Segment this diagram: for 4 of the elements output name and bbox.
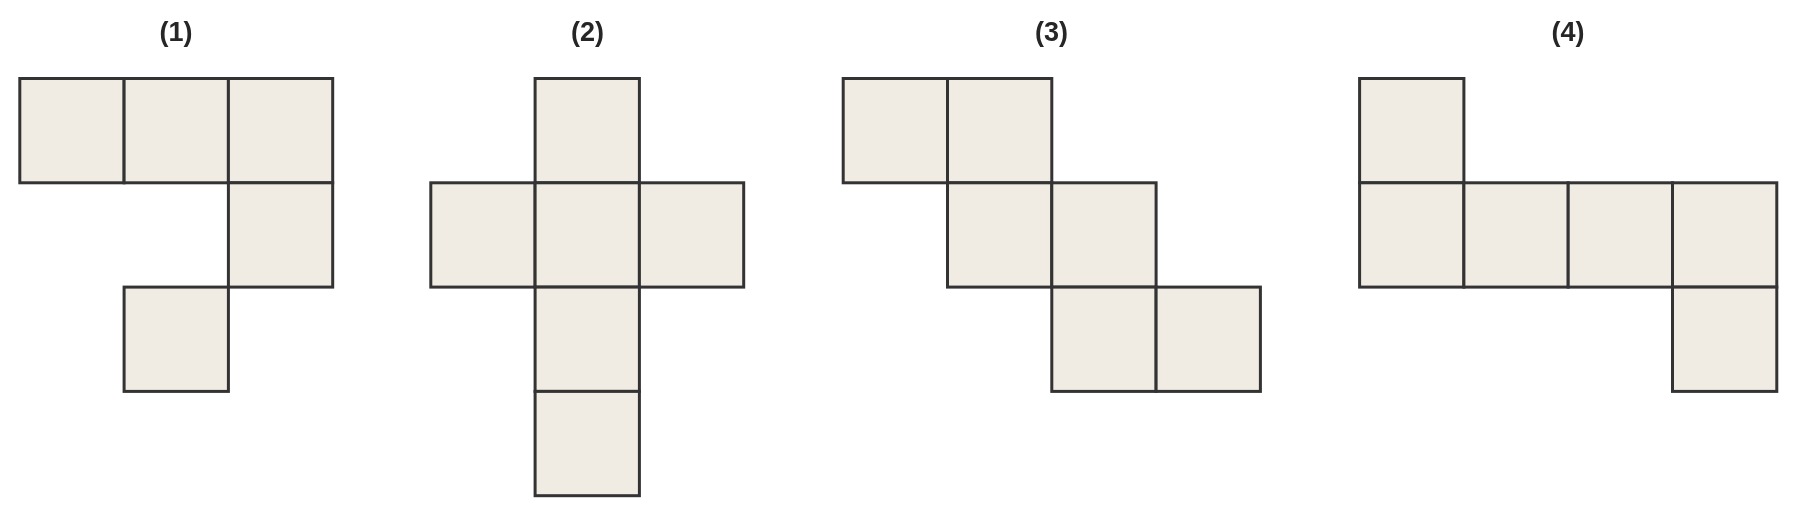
- figure-number: (2): [571, 16, 604, 48]
- figure-number: (4): [1551, 16, 1585, 48]
- figure-number: (1): [159, 16, 193, 48]
- figure-number: (3): [1035, 16, 1068, 48]
